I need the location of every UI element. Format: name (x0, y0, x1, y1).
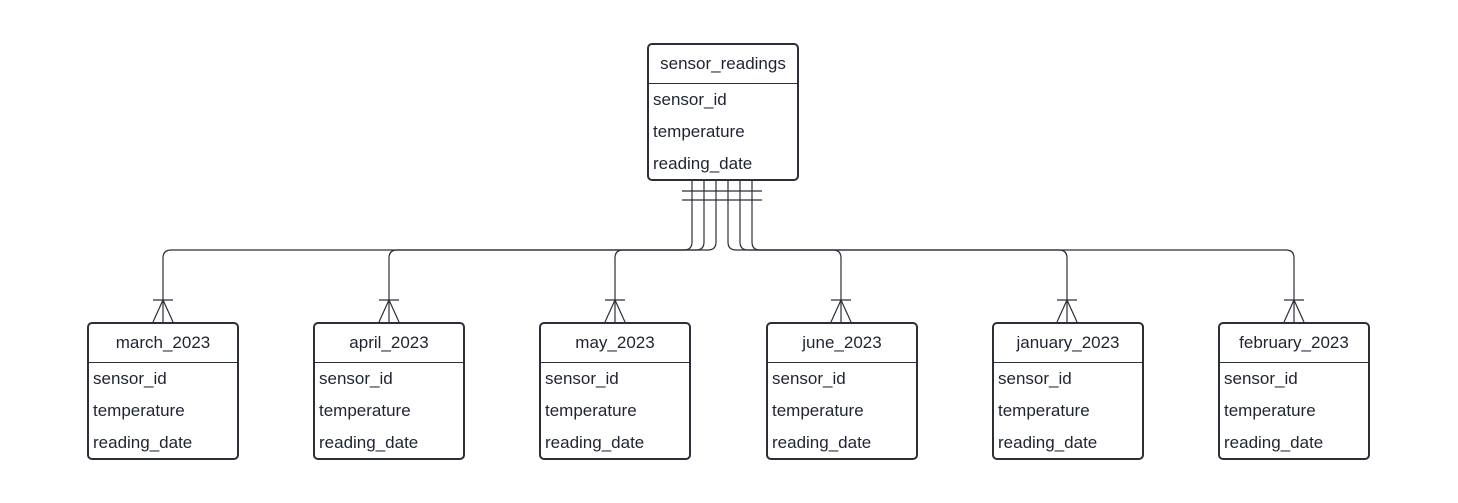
connector-line (739, 180, 1068, 322)
crows-foot-mark (1066, 299, 1078, 323)
entity-june-2023[interactable]: june_2023 sensor_id temperature reading_… (766, 322, 918, 460)
entity-title: march_2023 (89, 324, 237, 363)
crows-foot-mark (614, 299, 626, 323)
entity-sensor-readings[interactable]: sensor_readings sensor_id temperature re… (647, 43, 799, 181)
entity-field-reading-date: reading_date (1224, 433, 1324, 452)
crows-foot-mark (152, 299, 164, 323)
entity-april-2023[interactable]: april_2023 sensor_id temperature reading… (313, 322, 465, 460)
crows-foot-mark (1283, 299, 1295, 323)
entity-field-reading-date: reading_date (772, 433, 872, 452)
connector-line (751, 180, 1295, 322)
crows-foot-mark (1056, 299, 1068, 323)
entity-field-sensor-id: sensor_id (998, 369, 1072, 388)
entity-field-sensor-id: sensor_id (772, 369, 846, 388)
entity-field-reading-date: reading_date (545, 433, 645, 452)
crows-foot-mark (388, 299, 400, 323)
entity-field-temperature: temperature (998, 401, 1090, 420)
entity-january-2023[interactable]: january_2023 sensor_id temperature readi… (992, 322, 1144, 460)
entity-field-temperature: temperature (319, 401, 411, 420)
entity-field-temperature: temperature (1224, 401, 1316, 420)
connector-line (162, 180, 693, 322)
entity-field-reading-date: reading_date (93, 433, 193, 452)
crows-foot-mark (840, 299, 852, 323)
entity-field-temperature: temperature (653, 122, 745, 141)
crows-foot-mark (830, 299, 842, 323)
connector-line (614, 180, 717, 322)
entity-field-sensor-id: sensor_id (545, 369, 619, 388)
entity-may-2023[interactable]: may_2023 sensor_id temperature reading_d… (539, 322, 691, 460)
crows-foot-mark (1293, 299, 1305, 323)
entity-title: may_2023 (541, 324, 689, 363)
entity-field-reading-date: reading_date (998, 433, 1098, 452)
entity-title: january_2023 (994, 324, 1142, 363)
crows-foot-mark (162, 299, 174, 323)
entity-title: february_2023 (1220, 324, 1368, 363)
entity-field-reading-date: reading_date (319, 433, 419, 452)
entity-title: june_2023 (768, 324, 916, 363)
entity-march-2023[interactable]: march_2023 sensor_id temperature reading… (87, 322, 239, 460)
entity-field-sensor-id: sensor_id (653, 90, 727, 109)
entity-field-sensor-id: sensor_id (93, 369, 167, 388)
crows-foot-mark (378, 299, 390, 323)
entity-field-sensor-id: sensor_id (319, 369, 393, 388)
entity-title: sensor_readings (649, 45, 797, 84)
crows-foot-mark (604, 299, 616, 323)
entity-field-temperature: temperature (545, 401, 637, 420)
entity-field-temperature: temperature (772, 401, 864, 420)
entity-field-temperature: temperature (93, 401, 185, 420)
entity-field-sensor-id: sensor_id (1224, 369, 1298, 388)
entity-field-reading-date: reading_date (653, 154, 753, 173)
connector-line (388, 180, 705, 322)
entity-title: april_2023 (315, 324, 463, 363)
connector-line (727, 180, 842, 322)
entity-february-2023[interactable]: february_2023 sensor_id temperature read… (1218, 322, 1370, 460)
